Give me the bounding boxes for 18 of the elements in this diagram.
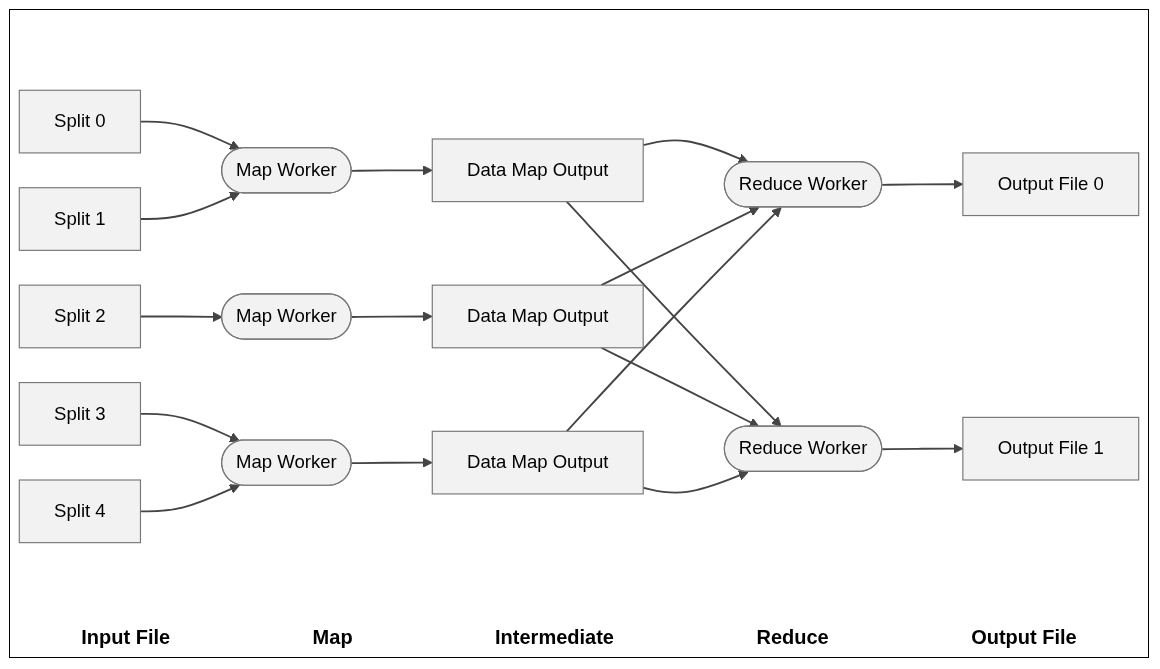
node-box: Data Map Output <box>431 284 644 348</box>
node-box: Split 0 <box>18 89 142 154</box>
arrow <box>600 206 760 286</box>
column-heading: Input File <box>81 626 171 649</box>
column-heading: Intermediate <box>495 626 614 649</box>
node-box: Split 2 <box>18 284 142 348</box>
node-box: Output File 0 <box>962 151 1140 216</box>
node-box: Data Map Output <box>431 430 644 495</box>
node-box: Output File 1 <box>962 416 1140 481</box>
node-box: Split 4 <box>18 478 142 543</box>
column-heading: Reduce <box>756 626 829 649</box>
column-heading: Map <box>312 626 353 649</box>
column-heading: Output File <box>971 626 1077 649</box>
node-box: Split 3 <box>18 381 142 446</box>
node-box: Split 1 <box>18 186 142 251</box>
node-box: Data Map Output <box>431 137 644 202</box>
arrow <box>350 164 433 175</box>
arrow <box>600 346 760 427</box>
